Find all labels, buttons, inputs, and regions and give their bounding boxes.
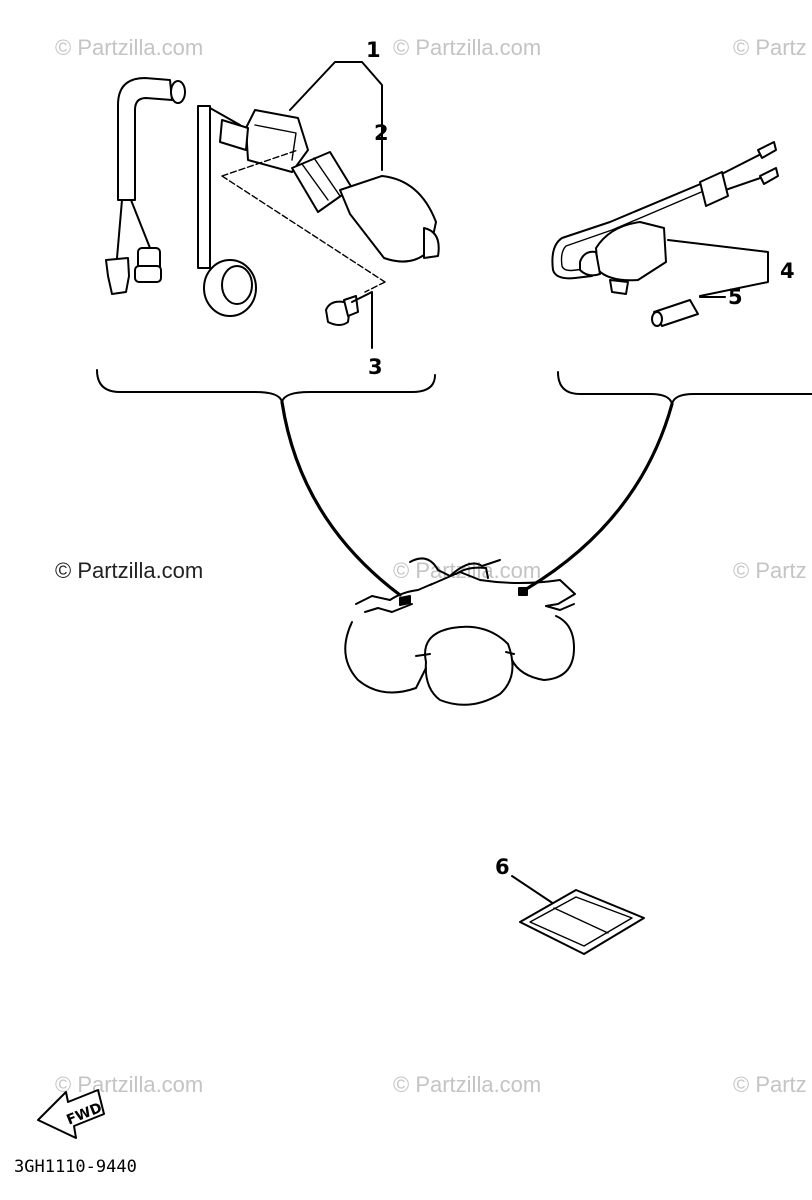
atv-under-line <box>415 651 515 657</box>
bracket-arm <box>209 107 241 126</box>
atv-front-fender-lower <box>364 603 413 613</box>
terminal-upper <box>757 141 777 159</box>
watermark-top-right: © Partz <box>733 35 807 60</box>
watermark-bottom-left: © Partzilla.com <box>55 1072 203 1097</box>
pointer-line-right <box>526 402 674 590</box>
wire-loop <box>551 179 711 280</box>
fuse-holder-housing <box>245 109 309 173</box>
atv-middle-wheel <box>424 625 514 706</box>
holder-post <box>219 119 249 151</box>
fwd-arrow: FWD <box>37 1089 105 1139</box>
callout-2: 2 <box>374 121 389 145</box>
pointer-line-left <box>280 400 402 597</box>
cap-tip <box>423 227 440 259</box>
warning-label-stripe <box>553 907 609 934</box>
connector-right-body <box>134 265 162 283</box>
watermark-mid-left: © Partzilla.com <box>55 558 203 583</box>
fuse-holder-cap <box>579 250 601 277</box>
callout-4-leader <box>667 239 769 297</box>
left-assembly: 1 2 3 <box>96 38 440 403</box>
callout-3: 3 <box>368 355 383 379</box>
atv-body-top <box>429 571 576 607</box>
bracket-strap <box>197 105 211 269</box>
diagram-part-code: 3GH1110-9440 <box>14 1157 137 1177</box>
nut-ridges <box>301 157 341 201</box>
right-brace <box>557 371 812 405</box>
holder-cap <box>339 175 437 263</box>
location-marker-left <box>399 595 411 606</box>
fwd-arrow-shape <box>37 1089 105 1139</box>
wire-right <box>130 199 151 249</box>
warning-label-inner <box>529 896 633 947</box>
atv-front-fender <box>355 583 433 605</box>
atv-seat <box>455 566 489 579</box>
watermark-top-center: © Partzilla.com <box>393 35 541 60</box>
atv-rear-wheel <box>511 615 575 681</box>
wire-sleeve <box>699 171 729 207</box>
rubber-ring-inner <box>221 265 253 305</box>
watermark-bottom-center: © Partzilla.com <box>393 1072 541 1097</box>
fuse-cap <box>651 311 663 327</box>
subassembly-frame <box>221 149 386 293</box>
callout-4: 4 <box>780 259 795 283</box>
inline-fuse-holder <box>595 221 667 282</box>
part-6-label: 6 <box>495 855 645 955</box>
callout-1-leader <box>289 61 383 171</box>
connector-left <box>105 257 130 295</box>
wire-loop-inner <box>560 189 707 272</box>
callout-3-leader <box>351 291 373 349</box>
fuse-holder-clip <box>609 279 629 295</box>
warning-label-outer <box>519 889 645 955</box>
wire-harness-tube <box>117 77 173 201</box>
atv-outline <box>344 557 576 706</box>
wire-left <box>116 199 123 259</box>
watermarks: © Partzilla.com © Partzilla.com © Partz … <box>55 35 807 1097</box>
callout-6: 6 <box>495 855 510 879</box>
watermark-mid-center: © Partzilla.com <box>393 558 541 583</box>
atv-front-wheel <box>344 621 427 694</box>
right-assembly: 4 5 <box>551 141 812 405</box>
watermark-bottom-right: © Partz <box>733 1072 807 1097</box>
callout-1: 1 <box>366 38 381 62</box>
left-brace <box>96 369 436 403</box>
terminal-lower <box>759 167 779 185</box>
watermark-mid-right: © Partz <box>733 558 807 583</box>
tube-end <box>170 80 186 104</box>
callout-5: 5 <box>728 285 743 309</box>
atv-rear-fender <box>545 603 575 611</box>
watermark-top-left: © Partzilla.com <box>55 35 203 60</box>
location-marker-right <box>518 587 528 596</box>
